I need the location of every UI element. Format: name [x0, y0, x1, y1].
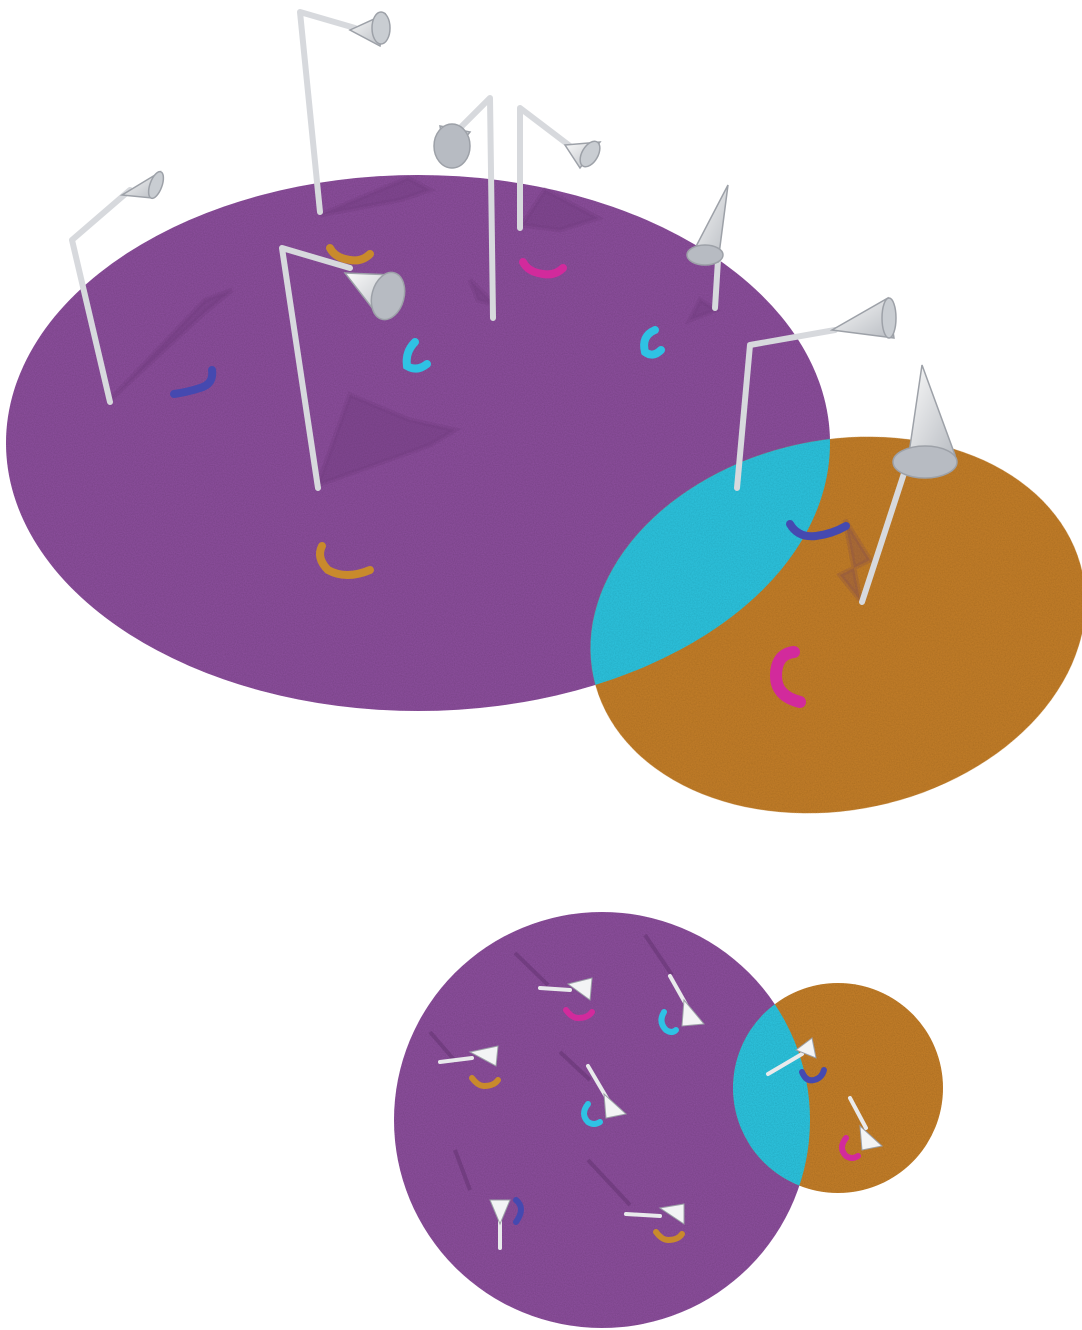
perspective-view: [6, 12, 1082, 858]
top-view: [394, 912, 943, 1328]
